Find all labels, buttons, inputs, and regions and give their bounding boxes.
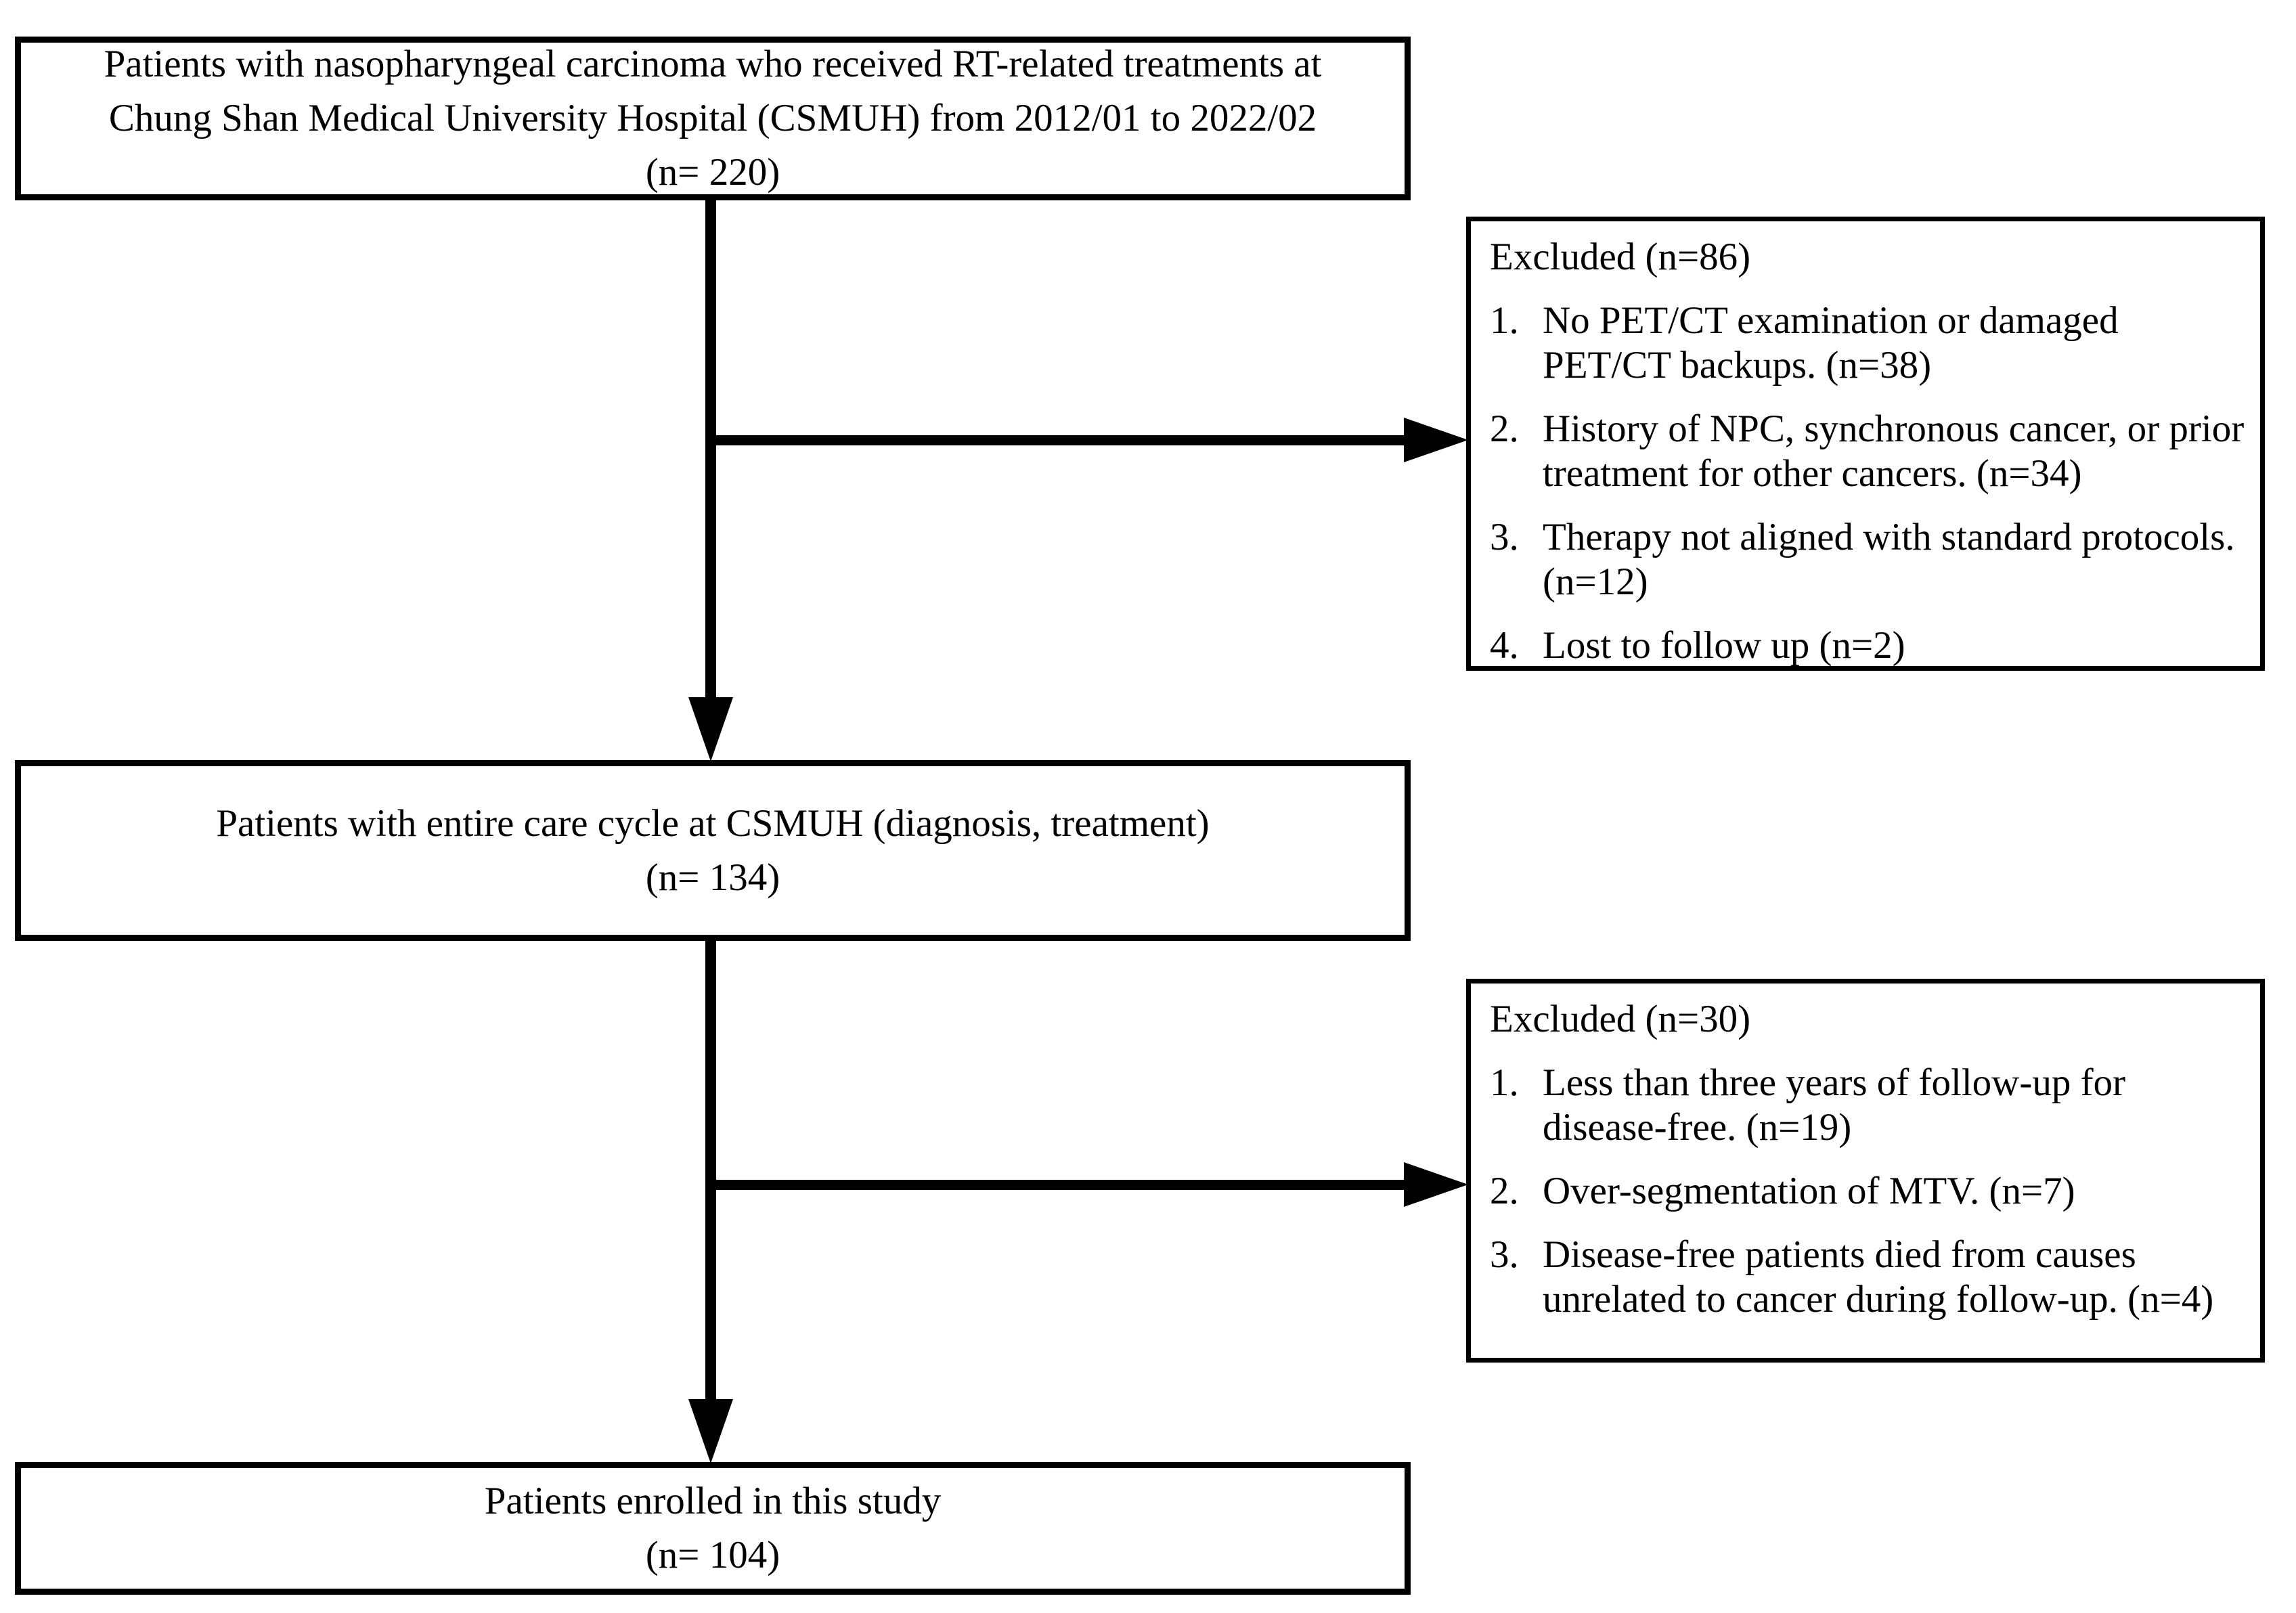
arrowhead-down-enrolled-icon bbox=[688, 1399, 733, 1463]
excluded-30-item-1: 1. Less than three years of follow-up fo… bbox=[1490, 1061, 2247, 1150]
connector-branch-to-excluded-30-line bbox=[711, 1180, 1405, 1190]
item-number: 1. bbox=[1490, 1061, 1519, 1104]
item-text: No PET/CT examination or damaged PET/CT … bbox=[1543, 299, 2119, 386]
box-care-cycle: Patients with entire care cycle at CSMUH… bbox=[15, 760, 1411, 941]
enrolled-line1: Patients enrolled in this study bbox=[484, 1480, 942, 1522]
item-number: 1. bbox=[1490, 299, 1519, 342]
connector-branch-to-excluded-86-line bbox=[711, 435, 1405, 445]
care-cycle-line1: Patients with entire care cycle at CSMUH… bbox=[216, 801, 1210, 845]
excluded-86-item-3: 3. Therapy not aligned with standard pro… bbox=[1490, 515, 2247, 604]
excluded-86-title: Excluded (n=86) bbox=[1490, 236, 1751, 278]
enrolled-count: (n= 104) bbox=[645, 1534, 780, 1576]
item-number: 4. bbox=[1490, 624, 1519, 667]
item-text: Lost to follow up (n=2) bbox=[1543, 624, 1905, 667]
box-initial-cohort: Patients with nasopharyngeal carcinoma w… bbox=[15, 37, 1411, 200]
box-excluded-86: Excluded (n=86) 1. No PET/CT examination… bbox=[1466, 217, 2265, 671]
arrowhead-right-excluded-30-icon bbox=[1404, 1162, 1468, 1207]
connector-care-to-enrolled-line bbox=[705, 940, 716, 1407]
item-text: Disease-free patients died from causes u… bbox=[1543, 1233, 2214, 1321]
item-number: 2. bbox=[1490, 407, 1519, 450]
initial-cohort-count: (n= 220) bbox=[645, 151, 780, 194]
excluded-30-title: Excluded (n=30) bbox=[1490, 998, 1751, 1040]
box-excluded-30: Excluded (n=30) 1. Less than three years… bbox=[1466, 979, 2265, 1363]
box-enrolled: Patients enrolled in this study (n= 104) bbox=[15, 1462, 1411, 1595]
excluded-86-item-1: 1. No PET/CT examination or damaged PET/… bbox=[1490, 299, 2247, 388]
care-cycle-count: (n= 134) bbox=[645, 856, 780, 899]
item-text: History of NPC, synchronous cancer, or p… bbox=[1543, 407, 2245, 495]
excluded-30-item-3: 3. Disease-free patients died from cause… bbox=[1490, 1233, 2247, 1322]
initial-cohort-line2: Chung Shan Medical University Hospital (… bbox=[108, 97, 1317, 139]
excluded-86-item-2: 2. History of NPC, synchronous cancer, o… bbox=[1490, 407, 2247, 496]
item-text: Over-segmentation of MTV. (n=7) bbox=[1543, 1170, 2075, 1212]
item-text: Less than three years of follow-up for d… bbox=[1543, 1061, 2126, 1149]
excluded-30-item-2: 2. Over-segmentation of MTV. (n=7) bbox=[1490, 1169, 2247, 1214]
item-number: 3. bbox=[1490, 1233, 1519, 1276]
excluded-86-item-4: 4. Lost to follow up (n=2) bbox=[1490, 623, 2247, 668]
initial-cohort-line1: Patients with nasopharyngeal carcinoma w… bbox=[104, 43, 1322, 85]
item-number: 3. bbox=[1490, 516, 1519, 558]
arrowhead-down-care-icon bbox=[688, 697, 733, 761]
item-number: 2. bbox=[1490, 1170, 1519, 1212]
connector-initial-to-care-line bbox=[705, 200, 716, 701]
arrowhead-right-excluded-86-icon bbox=[1404, 418, 1468, 462]
item-text: Therapy not aligned with standard protoc… bbox=[1543, 516, 2235, 603]
